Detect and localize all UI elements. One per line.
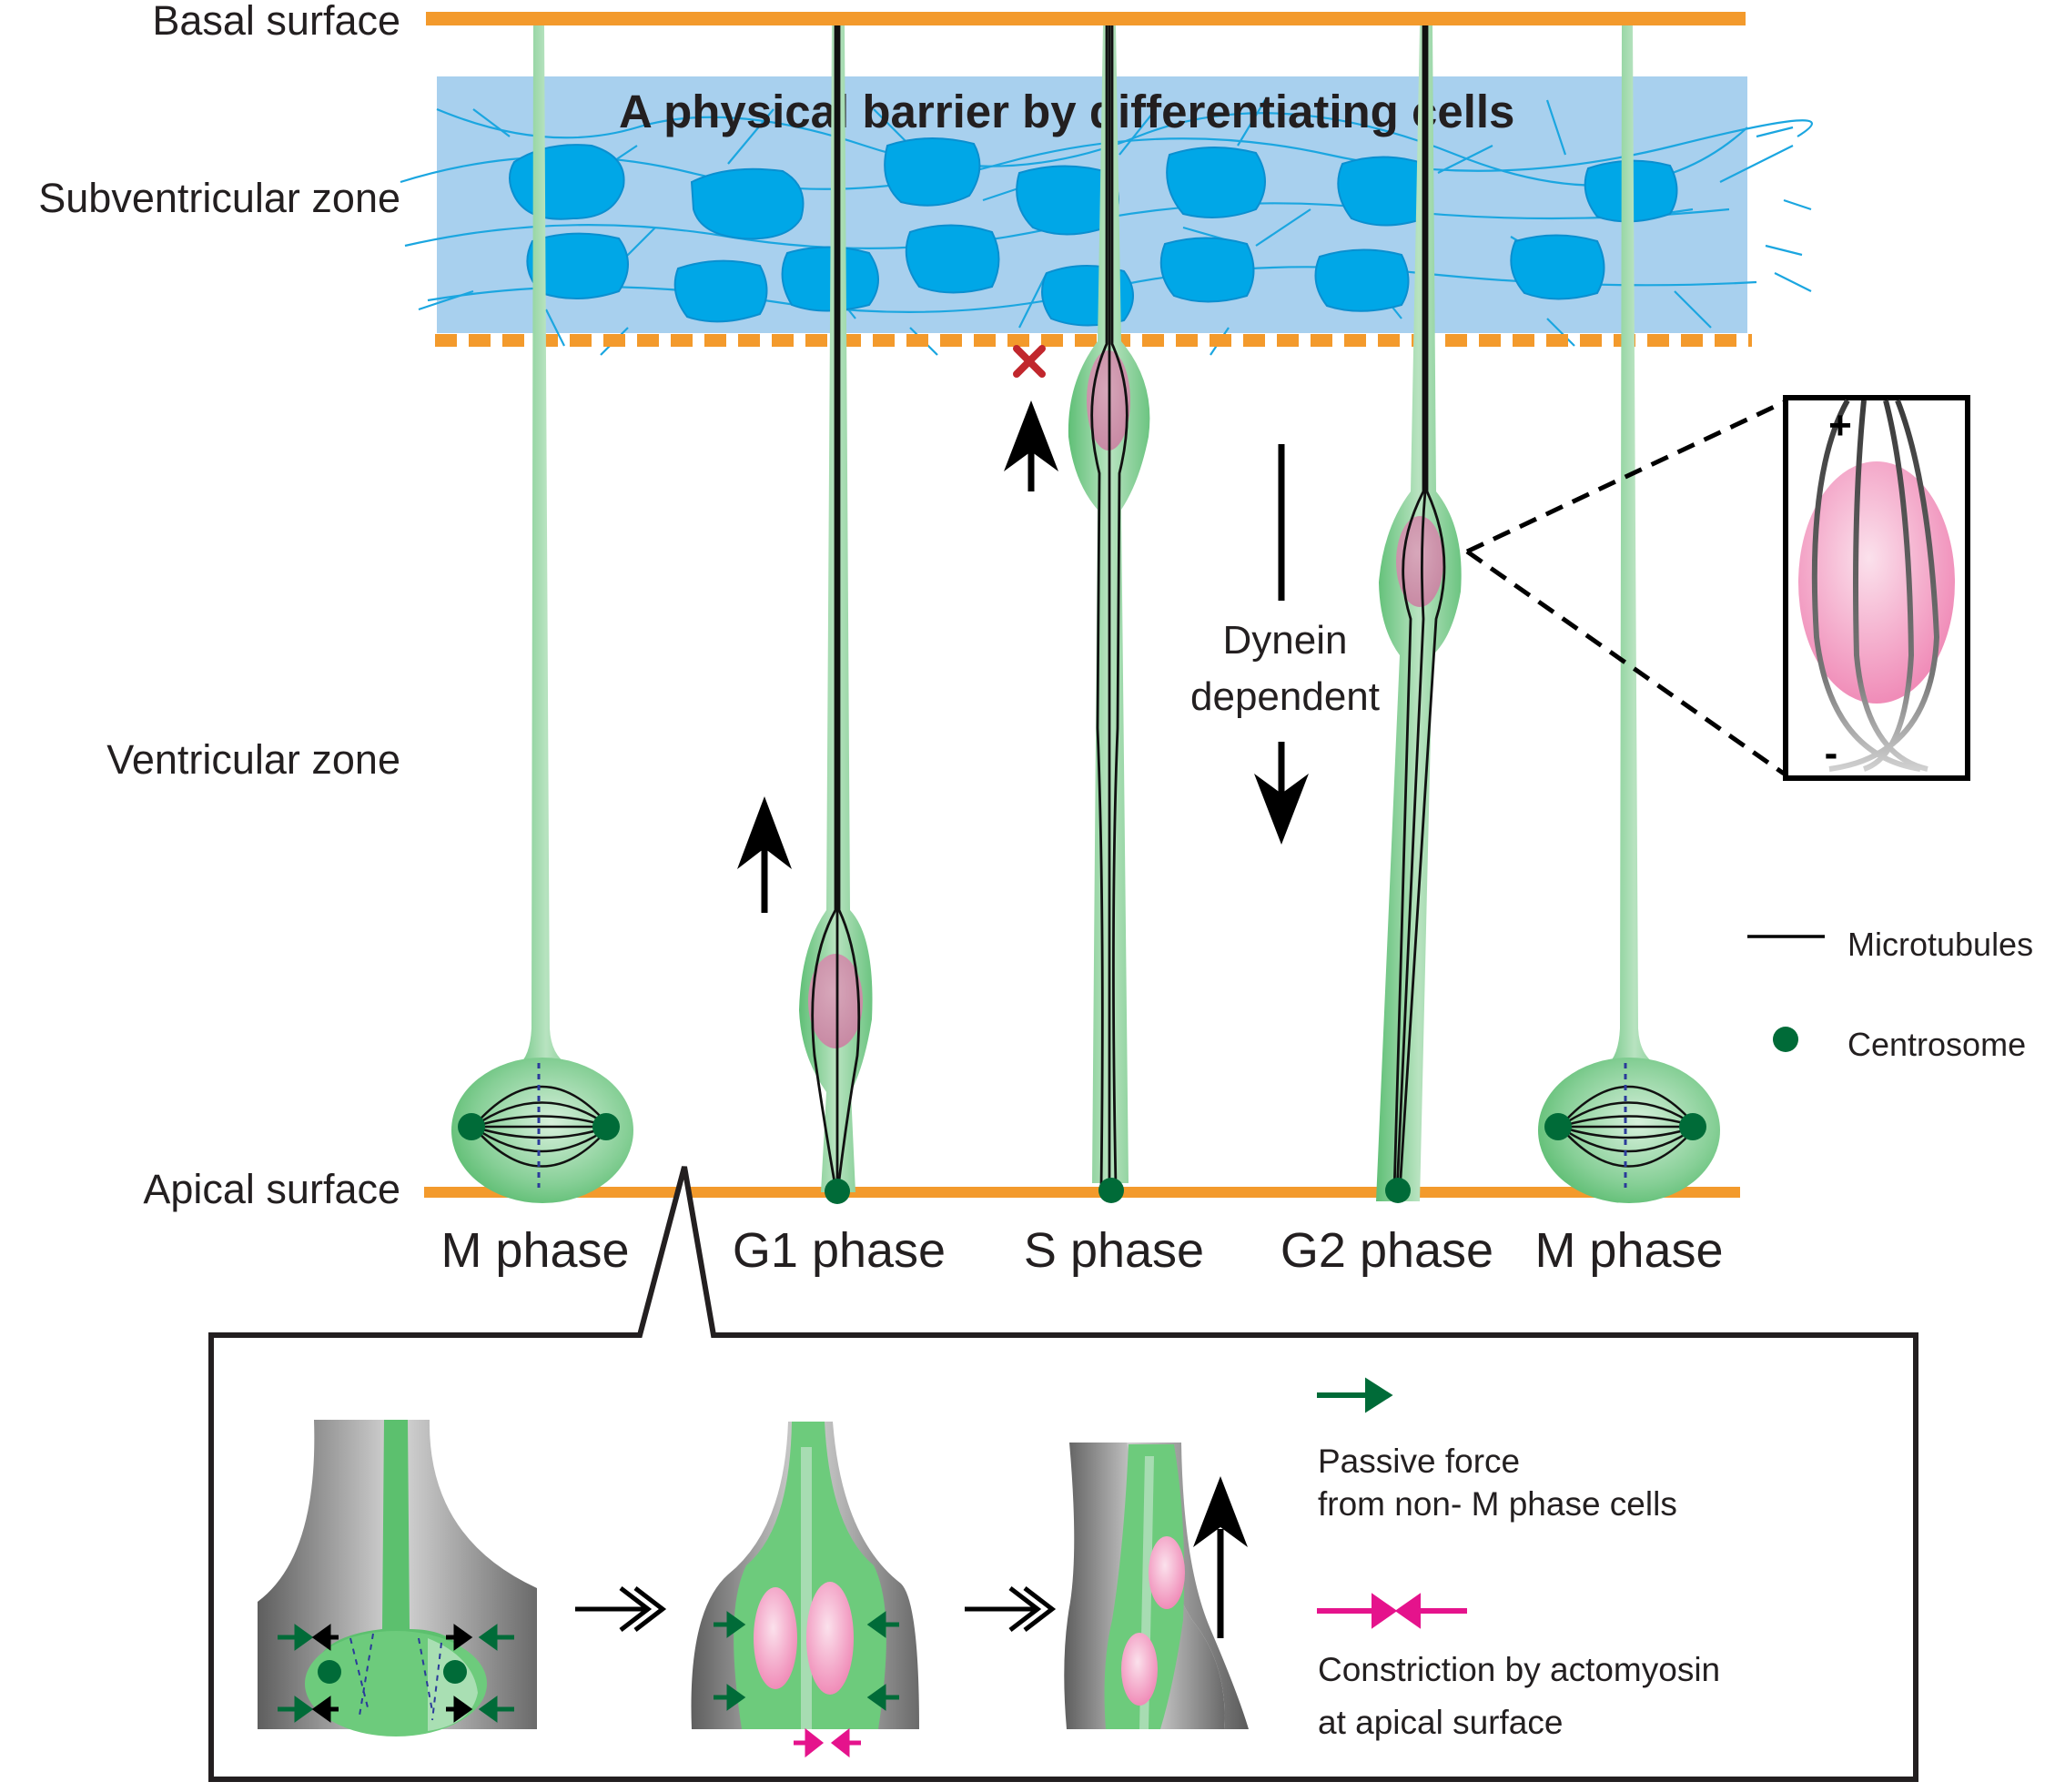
- cell-g2-phase: [1376, 25, 1462, 1203]
- legend-microtubules-label: Microtubules: [1847, 926, 2033, 963]
- zoom-callout-lines: [1465, 400, 1786, 776]
- phase-label-g2: G2 phase: [1281, 1223, 1493, 1278]
- zone-label-svz: Subventricular zone: [38, 175, 400, 221]
- microtubules: [811, 25, 861, 1189]
- inset-panel-mphase: [258, 1420, 537, 1736]
- centrosome: [1544, 1113, 1572, 1140]
- centrosome: [825, 1179, 850, 1204]
- g1-phase-upward-arrow: [737, 796, 792, 913]
- microtubules: [1090, 25, 1129, 1189]
- mitotic-spindle: [472, 1085, 611, 1168]
- centrosome: [592, 1113, 620, 1140]
- centrosome: [1385, 1178, 1411, 1203]
- cell-m-phase-left: [451, 25, 633, 1203]
- barrier-title: A physical barrier by differentiating ce…: [619, 86, 1514, 137]
- zone-label-apical: Apical surface: [143, 1166, 400, 1212]
- apical-surface-line: [424, 1187, 1740, 1198]
- zoom-minus-sign: -: [1825, 731, 1838, 775]
- inset-legend-constriction-line2: at apical surface: [1318, 1704, 1563, 1741]
- zoom-nucleus: [1798, 461, 1955, 704]
- dynein-downward-arrow: [1254, 444, 1309, 845]
- phase-label-g1: G1 phase: [733, 1223, 946, 1278]
- inset-legend-passive-line2: from non- M phase cells: [1318, 1485, 1677, 1523]
- inset-transition-arrow-2: [965, 1586, 1057, 1632]
- inset-legend-constriction-arrows: [1317, 1593, 1467, 1629]
- zone-label-basal: Basal surface: [152, 0, 400, 44]
- basal-surface-line: [426, 12, 1746, 25]
- cell-g1-phase: [799, 25, 873, 1204]
- blocked-migration-cross: [1013, 345, 1046, 378]
- zoom-microtubules: [1811, 399, 1940, 772]
- centrosome: [1098, 1178, 1124, 1203]
- centrosome: [318, 1660, 341, 1684]
- centrosome: [458, 1113, 485, 1140]
- centrosome: [443, 1660, 467, 1684]
- microtubules: [1392, 25, 1446, 1193]
- inset-transition-arrow-1: [575, 1586, 667, 1632]
- inset-legend-passive-line1: Passive force: [1318, 1443, 1520, 1480]
- dynein-label-line1: Dynein: [1223, 618, 1348, 663]
- constriction-arrows: [794, 1727, 861, 1758]
- phase-label-m-left: M phase: [440, 1223, 629, 1278]
- legend-centrosome-swatch: [1773, 1027, 1798, 1052]
- inset-panel-cytokinesis: [691, 1422, 919, 1758]
- s-phase-upward-arrow: [1004, 400, 1058, 491]
- zoom-plus-sign: +: [1828, 403, 1852, 448]
- dynein-label-line2: dependent: [1190, 674, 1380, 719]
- inset-legend-passive-arrow: [1317, 1377, 1393, 1413]
- centrosome: [1679, 1113, 1706, 1140]
- phase-label-s: S phase: [1024, 1223, 1204, 1278]
- legend-centrosome-label: Centrosome: [1847, 1026, 2026, 1063]
- cell-m-phase-right: [1538, 25, 1720, 1203]
- inset-legend-constriction-line1: Constriction by actomyosin: [1318, 1651, 1720, 1688]
- zone-label-vz: Ventricular zone: [106, 736, 400, 783]
- differentiating-cells: [509, 137, 1678, 327]
- cell-s-phase: [1068, 25, 1150, 1203]
- inset-panel-migration: [1064, 1443, 1249, 1729]
- phase-label-m-right: M phase: [1534, 1223, 1723, 1278]
